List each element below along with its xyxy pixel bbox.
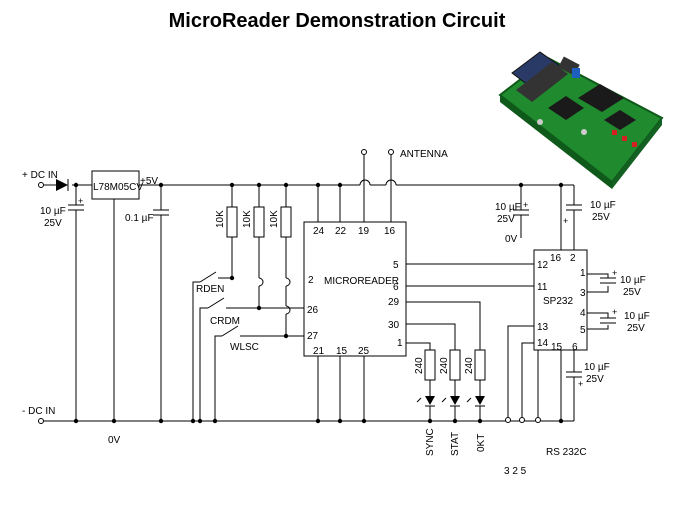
pin-label: 15	[551, 342, 563, 353]
pin-label: 21	[313, 346, 325, 357]
polarity-plus: +	[563, 216, 568, 226]
pin-label: 12	[537, 260, 549, 271]
dc-in-minus-label: - DC IN	[22, 406, 55, 417]
page-title: MicroReader Demonstration Circuit	[168, 10, 506, 32]
voltage-regulator	[91, 170, 140, 200]
led-label-stat: STAT	[450, 432, 461, 456]
pin-label: 30	[388, 320, 400, 331]
junctions	[73, 182, 564, 424]
cap-label: 10 µF	[584, 362, 610, 373]
switch-label-crdm: CRDM	[210, 316, 240, 327]
terminals	[38, 149, 541, 424]
pin-label: 6	[393, 282, 399, 293]
pin-label: 29	[388, 297, 400, 308]
zero-v-top-label: 0V	[505, 234, 518, 245]
pin-label: 16	[384, 226, 396, 237]
plus5v-label: +5V	[140, 176, 158, 187]
cap-label: 10 µF	[495, 202, 521, 213]
cap-label: 25V	[623, 287, 641, 298]
resistor-240	[424, 349, 436, 381]
wires	[44, 155, 616, 422]
pin-label: 1	[580, 268, 586, 279]
pin-label: 5	[580, 325, 586, 336]
resistor-label: 10K	[269, 210, 280, 228]
microreader-label: MICROREADER	[324, 276, 399, 287]
pin-label: 4	[580, 308, 586, 319]
pin-label: 6	[572, 342, 578, 353]
pin-label: 16	[550, 253, 562, 264]
resistor-label: 240	[464, 357, 475, 374]
pin-label: 13	[537, 322, 549, 333]
resistor-240	[449, 349, 461, 381]
led-icon	[416, 396, 435, 407]
pin-label: 22	[335, 226, 347, 237]
cap-label: 10 µF	[624, 311, 650, 322]
polarity-plus: +	[578, 379, 583, 389]
pin-label: 3	[580, 288, 586, 299]
zero-v-label: 0V	[108, 435, 121, 446]
led-label-okt: 0KT	[476, 434, 487, 452]
pin-label: 15	[336, 346, 348, 357]
pcb-photo	[498, 51, 664, 189]
pin-label: 1	[397, 338, 403, 349]
led-label-sync: SYNC	[425, 428, 436, 456]
resistor-10k	[226, 206, 238, 238]
polarity-plus: +	[78, 196, 83, 206]
cap-label: 0.1 µF	[125, 213, 154, 224]
cap-label: 10 µF	[620, 275, 646, 286]
resistor-240	[474, 349, 486, 381]
dc-in-plus-label: + DC IN	[22, 170, 58, 181]
resistor-label: 10K	[215, 210, 226, 228]
pin-label: 14	[537, 338, 549, 349]
switch-label-wlsc: WLSC	[230, 342, 259, 353]
pin-label: 26	[307, 305, 319, 316]
pin-label: 5	[393, 260, 399, 271]
pin-label: 24	[313, 226, 325, 237]
polarity-plus: +	[612, 268, 617, 278]
resistor-10k	[253, 206, 265, 238]
cap-label: 25V	[44, 218, 62, 229]
led-icon	[441, 396, 460, 407]
regulator-label: L78M05CV	[93, 182, 143, 193]
input-diode	[56, 179, 69, 191]
sp232-label: SP232	[543, 296, 573, 307]
cap-label: 10 µF	[40, 206, 66, 217]
cap-label: 25V	[586, 374, 604, 385]
resistor-label: 10K	[242, 210, 253, 228]
switch-label-rden: RDEN	[196, 284, 224, 295]
pin-label: 11	[537, 282, 548, 293]
cap-label: 25V	[627, 323, 645, 334]
cap-label: 25V	[497, 214, 515, 225]
sp232-chip	[533, 249, 588, 351]
pin-label: 2	[308, 275, 314, 286]
antenna-label: ANTENNA	[400, 149, 448, 160]
polarity-plus: +	[523, 200, 528, 210]
polarity-plus: +	[612, 307, 617, 317]
pin-label: 19	[358, 226, 370, 237]
pin-label: 27	[307, 331, 319, 342]
led-icon	[466, 396, 485, 407]
resistor-label: 240	[414, 357, 425, 374]
pin-label: 2	[570, 253, 576, 264]
cap-label: 10 µF	[590, 200, 616, 211]
rs232-pins-label: 3 2 5	[504, 466, 527, 477]
pin-label: 25	[358, 346, 370, 357]
resistor-label: 240	[439, 357, 450, 374]
resistor-10k	[280, 206, 292, 238]
cap-label: 25V	[592, 212, 610, 223]
rs232c-label: RS 232C	[546, 447, 587, 458]
microreader-chip	[303, 221, 407, 357]
